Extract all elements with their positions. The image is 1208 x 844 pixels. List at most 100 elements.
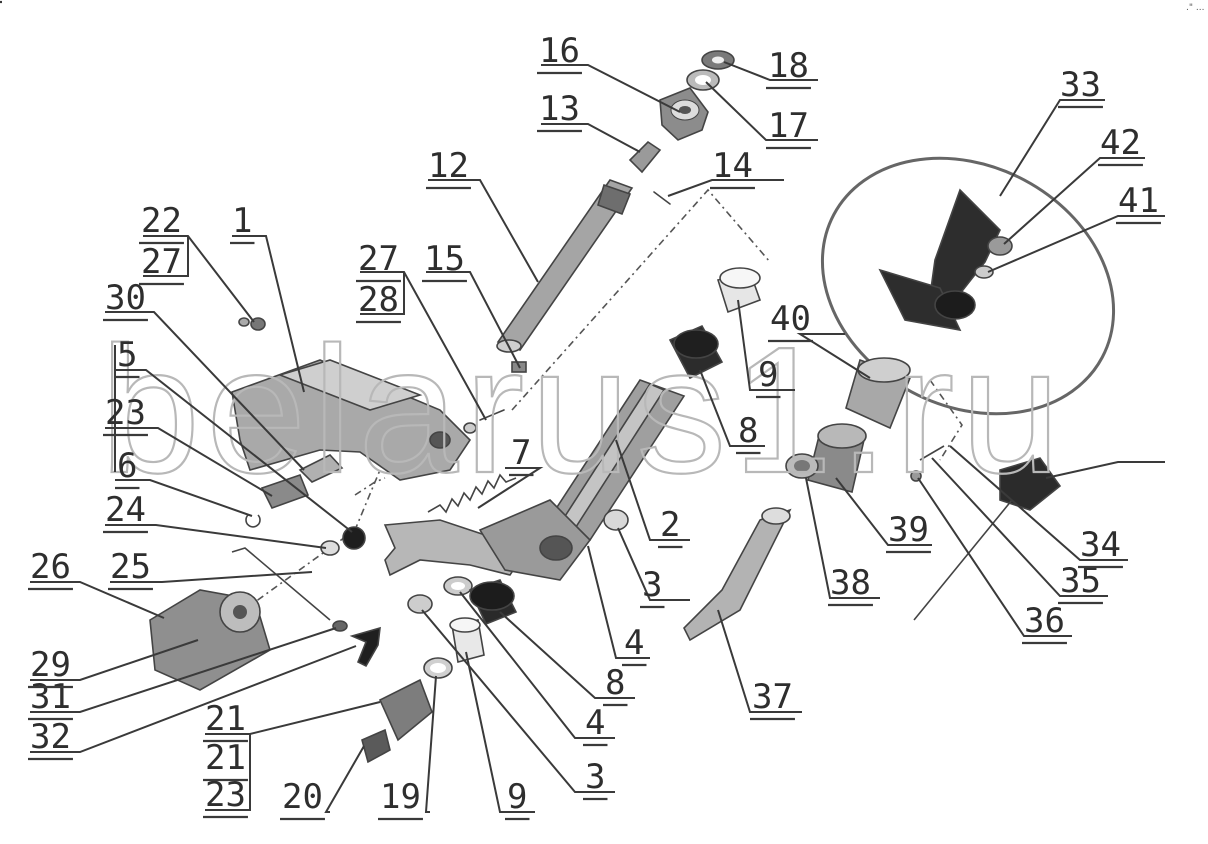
leader-23 — [105, 524, 327, 549]
mounting-bracket-part-1 — [231, 359, 472, 481]
callout-12: 14 — [712, 146, 753, 186]
leader-37 — [805, 477, 880, 599]
leader-5 — [115, 369, 353, 533]
rubber-bushing-part-8-lower — [468, 579, 518, 626]
callout-25: 26 — [30, 547, 71, 587]
leader-28 — [30, 639, 199, 681]
callout-15: 17 — [768, 106, 809, 146]
leader-42 — [1045, 461, 1165, 479]
callout-6: 6 — [117, 446, 137, 486]
leader-lines — [30, 61, 1165, 813]
leader-17 — [424, 675, 437, 813]
hub-part-14 — [659, 87, 709, 141]
callout-3-lower: 3 — [585, 757, 605, 797]
callout-5: 5 — [117, 335, 137, 375]
leader-4-upper — [587, 545, 650, 659]
leader-13 — [426, 271, 521, 369]
handle-part-31 — [349, 626, 381, 668]
callout-20: 21 — [205, 738, 246, 778]
callout-11: 13 — [539, 89, 580, 129]
bracket-21-27 — [143, 236, 189, 277]
callout-10: 12 — [428, 146, 469, 186]
callout-33: 34 — [1080, 525, 1121, 565]
steering-shaft-part-10 — [496, 179, 634, 353]
leader-33 — [949, 445, 1128, 561]
leader-36 — [717, 609, 802, 713]
leader-8-upper — [699, 369, 765, 447]
callout-27-right: 28 — [358, 280, 399, 320]
rubber-bushing-part-8-upper — [668, 324, 724, 380]
leader-11 — [541, 123, 641, 153]
callout-26: 27 — [358, 239, 399, 279]
leader-25 — [30, 581, 165, 619]
callout-21-bottom: 23 — [205, 775, 246, 815]
callout-39: 40 — [770, 299, 811, 339]
housing-part-38 — [807, 423, 867, 493]
steering-wheel-part-32 — [820, 156, 1116, 416]
leader-15 — [705, 81, 818, 141]
callout-19: 21 — [205, 699, 246, 739]
bushing-part-9-upper — [716, 267, 762, 314]
leader-12 — [667, 179, 784, 197]
cap-part-3-lower — [407, 594, 433, 614]
leader-16 — [723, 61, 818, 81]
callout-9-lower: 9 — [507, 777, 527, 817]
callout-8-lower: 8 — [605, 663, 625, 703]
leader-31 — [30, 645, 357, 753]
spring-part-7 — [427, 473, 517, 514]
leader-32 — [999, 99, 1105, 197]
nut-part-16 — [701, 50, 735, 70]
leader-6 — [115, 479, 253, 517]
pin-part-12 — [653, 191, 671, 205]
knob-part-42 — [999, 457, 1062, 511]
callout-28: 29 — [30, 645, 71, 685]
callout-underlines — [0, 0, 1161, 821]
callout-30: 31 — [30, 677, 71, 717]
washer-part-4-lower — [443, 576, 473, 596]
callout-27-left: 27 — [141, 242, 182, 282]
ring-part-17 — [423, 657, 453, 679]
bushing-part-9-lower — [449, 617, 485, 664]
callout-37: 38 — [830, 563, 871, 603]
leader-7 — [477, 467, 544, 509]
callout-3-right: 3 — [642, 565, 662, 605]
leader-1 — [232, 235, 305, 393]
callout-4-upper: 4 — [624, 623, 644, 663]
callout-9-upper: 9 — [758, 355, 778, 395]
leader-22 — [105, 427, 273, 497]
washer-part-15 — [686, 69, 720, 91]
hydraulic-unit-part-25 — [149, 589, 271, 691]
splined-bushing-part-11 — [628, 140, 662, 174]
leader-9-upper — [737, 299, 795, 391]
leader-39 — [796, 333, 871, 379]
callout-labels: 16 18 17 13 14 12 15 27 28 1 22 27 30 5 … — [30, 31, 1159, 817]
washer-part-40 — [974, 265, 994, 279]
leader-10 — [428, 179, 539, 283]
callout-38: 39 — [888, 510, 929, 550]
callout-18: 20 — [282, 777, 323, 817]
callout-4-lower: 4 — [585, 703, 605, 743]
parts-drawing — [149, 50, 1116, 764]
leader-8-lower — [499, 611, 635, 699]
leader-38 — [835, 477, 932, 546]
bracket-26-27 — [360, 272, 405, 315]
leader-24 — [110, 571, 313, 583]
universal-joint-part-18 — [361, 678, 433, 764]
assembly-axis-left — [511, 188, 771, 411]
callout-31: 32 — [30, 717, 71, 757]
callout-7: 7 — [511, 433, 531, 473]
leader-35 — [917, 477, 1072, 637]
callout-22: 23 — [105, 393, 146, 433]
callout-14: 16 — [539, 31, 580, 71]
callout-21-top: 22 — [141, 201, 182, 241]
assembly-axis-right — [929, 379, 963, 461]
leader-9-lower — [465, 651, 535, 813]
callout-23: 24 — [105, 490, 146, 530]
leader-3-right — [617, 527, 690, 601]
leader-3-lower — [421, 609, 615, 793]
callout-35: 36 — [1024, 601, 1065, 641]
spring-cup-part-37 — [785, 453, 819, 479]
assembly-axis-bracket — [354, 477, 386, 496]
callout-40: 41 — [1118, 181, 1159, 221]
